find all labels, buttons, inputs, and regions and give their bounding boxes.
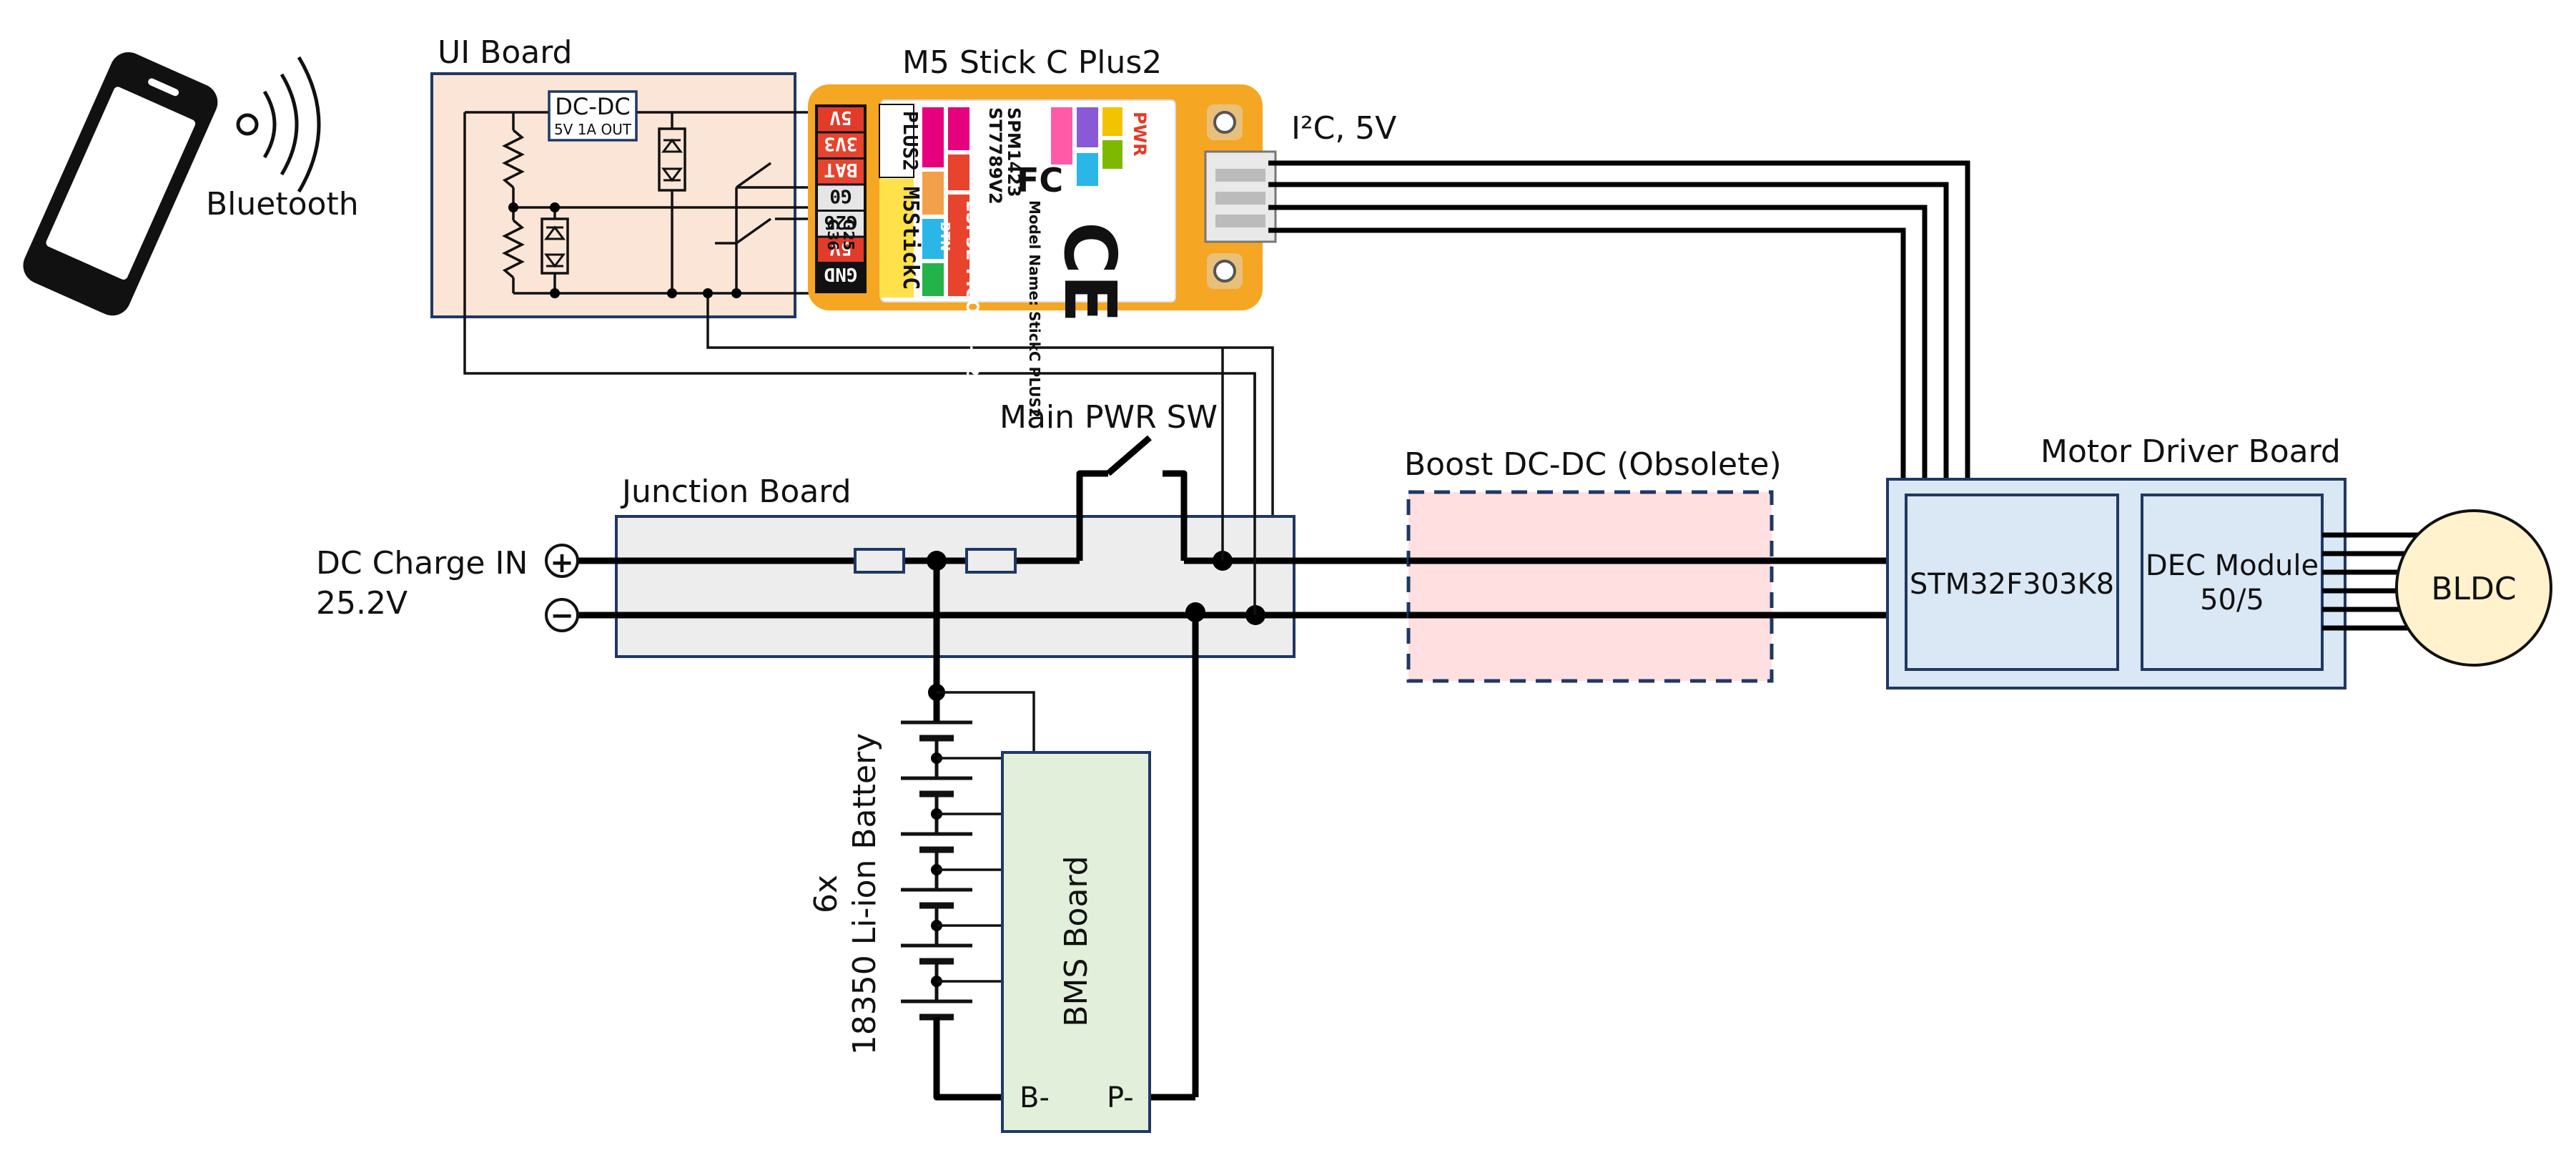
main-power-switch	[1076, 435, 1188, 561]
svg-text:ST7789V2: ST7789V2	[985, 107, 1005, 205]
m5-pin-2	[818, 160, 864, 184]
m5-pin-5	[818, 237, 864, 262]
svg-text:CE: CE	[1048, 222, 1132, 323]
bluetooth-waves-icon	[236, 56, 321, 193]
battery-count-label: 6x	[808, 875, 844, 913]
dec-module: DEC Module 50/5	[2141, 494, 2324, 671]
dc-plus-terminal: +	[545, 544, 579, 579]
svg-text:STM32F303K8: STM32F303K8	[1910, 568, 2114, 601]
boost-dcdc	[1406, 490, 1774, 683]
bms-board: BMS Board B- P-	[1001, 751, 1151, 1133]
m5-pin-label-1: 3V3	[824, 133, 858, 154]
i2c-bus	[1268, 160, 1970, 479]
svg-text:−: −	[550, 599, 574, 632]
svg-text:B-: B-	[1020, 1081, 1050, 1114]
svg-text:FC: FC	[1017, 161, 1063, 200]
svg-text:BLDC: BLDC	[2431, 571, 2516, 607]
battery-cell	[901, 832, 1002, 890]
battery-cell	[901, 776, 1002, 834]
svg-text:SPM1423: SPM1423	[1004, 107, 1024, 197]
motor-phase-wires	[2322, 532, 2424, 631]
svg-text:G36: G36	[824, 219, 842, 250]
m5-pin-4	[818, 212, 864, 236]
m5-pin-label-4: G26	[824, 211, 858, 232]
svg-text:Model Name: StickC PLUS2: Model Name: StickC PLUS2	[1026, 200, 1043, 418]
m5-pin-label-5: 5V	[829, 237, 852, 259]
battery-cell	[901, 720, 1002, 778]
main-pwr-sw-label: Main PWR SW	[1000, 399, 1218, 436]
m5-pin-3	[818, 185, 864, 210]
dc-charge-voltage-label: 25.2V	[316, 585, 408, 622]
dc-minus-terminal: −	[545, 598, 579, 632]
m5-pin-1	[818, 133, 864, 157]
svg-text:BTN: BTN	[937, 222, 952, 251]
m5-pin-label-6: GND	[824, 263, 858, 285]
svg-text:DC-DC: DC-DC	[555, 93, 631, 120]
svg-text:BMS Board: BMS Board	[1058, 855, 1095, 1026]
svg-text:50/5: 50/5	[2200, 584, 2264, 617]
stm32-module: STM32F303K8	[1905, 494, 2119, 671]
junction-board-title: Junction Board	[620, 473, 852, 510]
boost-dcdc-title: Boost DC-DC (Obsolete)	[1404, 446, 1782, 483]
svg-text:PLUS2: PLUS2	[899, 111, 922, 171]
ui-board-title: UI Board	[438, 34, 572, 71]
svg-text:5V 1A OUT: 5V 1A OUT	[554, 121, 632, 138]
battery-cell	[901, 888, 1002, 946]
battery-pack	[901, 720, 1002, 1097]
i2c-label: I²C, 5V	[1291, 110, 1396, 147]
smartphone-icon	[23, 52, 218, 316]
m5-title: M5 Stick C Plus2	[902, 44, 1162, 81]
svg-text:DEC Module: DEC Module	[2146, 549, 2319, 582]
m5-pin-label-0: 5V	[829, 107, 852, 128]
m5-pin-label-3: G0	[829, 185, 852, 207]
battery-type-label: 18350 Li-ion Battery	[847, 733, 883, 1055]
m5-pin-0	[818, 107, 864, 132]
battery-cell	[901, 999, 972, 1097]
m5-pin-label-2: BAT	[824, 159, 858, 180]
svg-text:P-: P-	[1107, 1081, 1134, 1114]
svg-text:ESP32-PICO-V3-02: ESP32-PICO-V3-02	[962, 200, 982, 376]
bluetooth-label: Bluetooth	[206, 186, 359, 222]
battery-cell	[901, 943, 1002, 1001]
svg-text:G25: G25	[840, 219, 857, 250]
dc-charge-in-label: DC Charge IN	[316, 545, 528, 582]
m5-pin-6	[818, 264, 864, 288]
dcdc-converter: DC-DC 5V 1A OUT	[548, 90, 638, 142]
motor-driver-title: Motor Driver Board	[2040, 433, 2341, 470]
bldc-motor: BLDC	[2395, 509, 2552, 667]
svg-text:PWR: PWR	[1130, 112, 1150, 157]
svg-text:M5StickC: M5StickC	[898, 187, 923, 290]
svg-text:+: +	[550, 546, 574, 579]
